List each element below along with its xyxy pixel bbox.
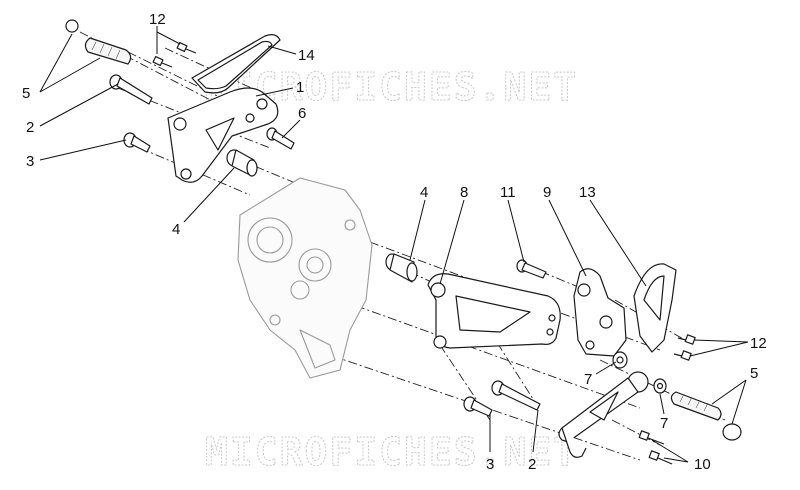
part-7-washer-left [612,351,628,369]
callout-4-left: 4 [172,221,180,238]
callout-13: 13 [579,184,596,201]
part-8-lower-bracket [427,273,561,349]
callout-12-right: 12 [750,335,767,352]
part-5-footpeg-left [65,19,132,65]
part-13-heel-guard [633,263,677,353]
shift-lever [558,371,649,458]
engine-casing [237,177,373,379]
part-7-washer-right [653,378,667,394]
callout-7-right: 7 [660,415,668,432]
part-9-mount-plate [573,268,627,357]
callout-14: 14 [298,47,315,64]
leader-lines [39,26,749,463]
callout-12-top: 12 [149,11,166,28]
part-5-footpeg-right [670,391,742,441]
callout-3-bottom: 3 [486,456,494,473]
part-2-long-bolt-bottom [491,380,541,411]
callout-2-bottom: 2 [528,456,536,473]
part-12-screw-right [673,334,696,361]
part-3-bolt-bottom [463,396,493,417]
callout-7-left: 7 [584,371,592,388]
callout-8: 8 [460,184,468,201]
callout-3-left: 3 [26,153,34,170]
callout-11: 11 [500,184,516,201]
part-2-long-bolt-left [109,74,153,105]
part-3-bolt-left [123,132,151,153]
callout-10: 10 [694,456,711,473]
watermark-bottom: MICROFICHES.NET [205,430,578,474]
callout-1: 1 [296,79,304,96]
callout-9: 9 [543,184,551,201]
callout-4-mid: 4 [420,184,428,201]
part-4-spacer-mid [385,253,418,283]
part-6-screw [266,127,295,150]
part-10-screws [638,430,673,465]
part-14-cover-plate [191,34,281,94]
callout-6: 6 [298,105,306,122]
part-4-spacer-left [226,149,258,177]
part-11-screw [516,259,547,279]
part-1-upper-bracket [167,87,279,183]
callout-5-right: 5 [750,365,758,382]
callout-2-left: 2 [26,119,34,136]
callout-5-left: 5 [22,85,30,102]
part-12-screw-top [152,41,197,68]
